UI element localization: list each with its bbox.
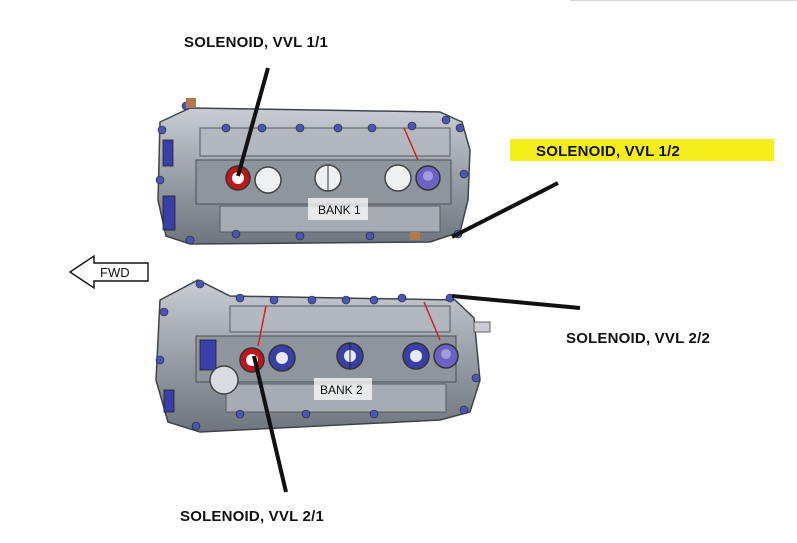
- leader-line-vvl-2-1: [252, 355, 288, 493]
- bank1-valve-cover: [155, 98, 471, 245]
- leader-line-vvl-1-2: [451, 181, 559, 239]
- bank1-label: BANK 1: [318, 203, 361, 217]
- label-vvl-2-2: SOLENOID, VVL 2/2: [566, 330, 710, 347]
- fwd-label: FWD: [100, 265, 130, 280]
- bank2-label: BANK 2: [320, 383, 363, 397]
- label-vvl-2-1: SOLENOID, VVL 2/1: [180, 508, 324, 525]
- leader-line-vvl-2-2: [451, 294, 581, 310]
- bank2-valve-cover: [155, 279, 491, 433]
- label-highlight: [510, 139, 774, 161]
- label-vvl-1-2: SOLENOID, VVL 1/2: [536, 143, 680, 160]
- top-right-rule: [570, 0, 797, 5]
- label-vvl-1-1: SOLENOID, VVL 1/1: [184, 34, 328, 51]
- fwd-arrow-icon: [68, 254, 149, 290]
- leader-line-vvl-1-1: [236, 67, 270, 177]
